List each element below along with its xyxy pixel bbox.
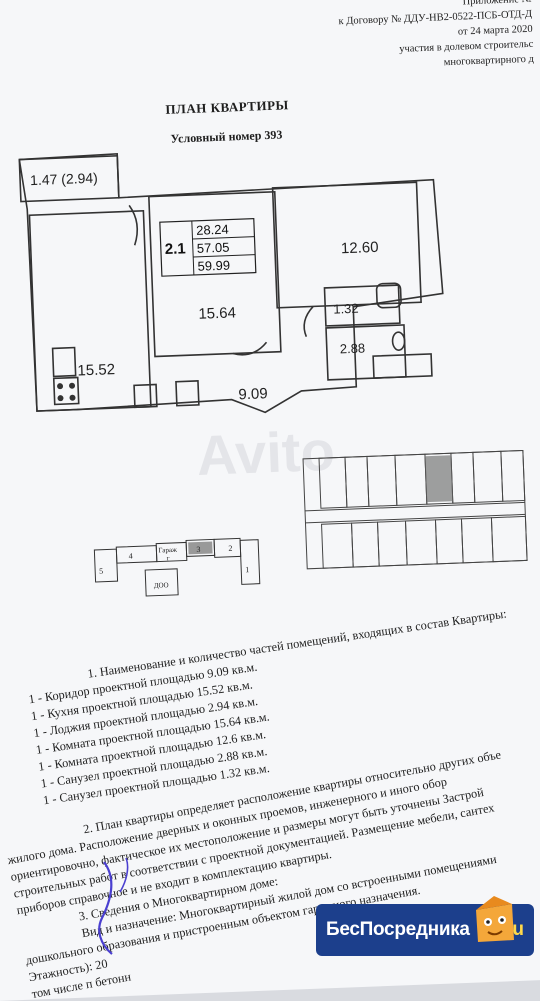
- total-area: 57.05: [197, 240, 230, 256]
- site-label-5: 5: [99, 567, 103, 576]
- site-label-doo: ДОО: [154, 581, 169, 590]
- living-area: 28.24: [196, 222, 229, 238]
- apartment-label: 2.1: [165, 240, 186, 258]
- badge-text: БесПосредника: [326, 919, 470, 940]
- site-plan-drawing: 5 4 Гараж г 3 2 1 ДОО: [93, 537, 261, 597]
- floor-key-plan: [299, 440, 534, 584]
- site-label-4: 4: [128, 552, 132, 561]
- site-label-3: 3: [196, 545, 200, 554]
- corridor-area: 9.09: [238, 385, 268, 403]
- site-label-garage: Гараж: [158, 546, 177, 555]
- site-label-1: 1: [245, 565, 249, 574]
- site-plan: 5 4 Гараж г 3 2 1 ДОО: [92, 535, 285, 627]
- page-title: ПЛАН КВАРТИРЫ: [165, 97, 290, 117]
- kitchen-area: 15.52: [77, 361, 115, 379]
- bath1-area: 1.32: [333, 301, 359, 317]
- mascot-icon: [476, 896, 514, 942]
- loggia-area: 1.47 (2.94): [30, 170, 98, 189]
- room2-area: 12.60: [341, 239, 379, 257]
- document-header: Приложение № к Договору № ДДУ-НВ2-0522-П…: [338, 0, 534, 74]
- pen-mark: [98, 858, 129, 955]
- floor-key-plan-drawing: [302, 449, 528, 570]
- bath2-area: 2.88: [340, 340, 366, 356]
- site-label-g: г: [167, 554, 170, 562]
- room1-area: 15.64: [198, 304, 236, 322]
- site-label-2: 2: [228, 544, 232, 553]
- total-with-loggia-area: 59.99: [197, 258, 230, 274]
- floor-plan-drawing: 1.47 (2.94) 15.52 15.64 12.60 9.09 1.32 …: [18, 152, 444, 414]
- floor-plan: 1.47 (2.94) 15.52 15.64 12.60 9.09 1.32 …: [7, 133, 460, 485]
